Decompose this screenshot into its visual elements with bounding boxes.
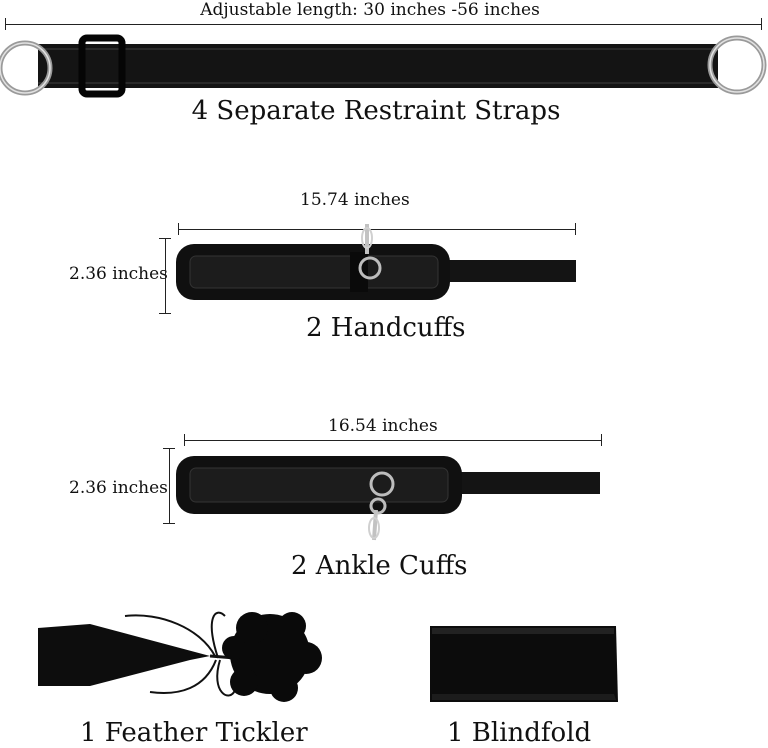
handcuff-height-dimension-line: [159, 238, 171, 314]
ankle-cuff-height-dimension-line: [163, 448, 175, 524]
handcuff-image: [176, 224, 576, 300]
handcuff-width-label: 15.74 inches: [300, 190, 410, 210]
strap-length-dimension-line: [5, 18, 762, 30]
ankle-cuff-image: [176, 456, 600, 541]
ankle-cuff-width-label: 16.54 inches: [328, 416, 438, 436]
blindfold-image: [430, 626, 618, 702]
ankle-cuff-caption: 2 Ankle Cuffs: [291, 551, 468, 581]
handcuff-height-label: 2.36 inches: [69, 264, 168, 284]
ankle-cuff-height-label: 2.36 inches: [69, 478, 168, 498]
ankle-cuff-width-dimension-line: [184, 434, 602, 446]
feather-tickler-image: [38, 611, 322, 702]
feather-tickler-caption: 1 Feather Tickler: [80, 718, 308, 748]
handcuff-caption: 2 Handcuffs: [306, 313, 466, 343]
blindfold-caption: 1 Blindfold: [447, 718, 592, 748]
restraint-strap-image: [0, 34, 767, 98]
strap-length-label: Adjustable length: 30 inches -56 inches: [200, 0, 540, 20]
handcuff-width-dimension-line: [178, 223, 576, 235]
strap-caption: 4 Separate Restraint Straps: [191, 96, 561, 126]
